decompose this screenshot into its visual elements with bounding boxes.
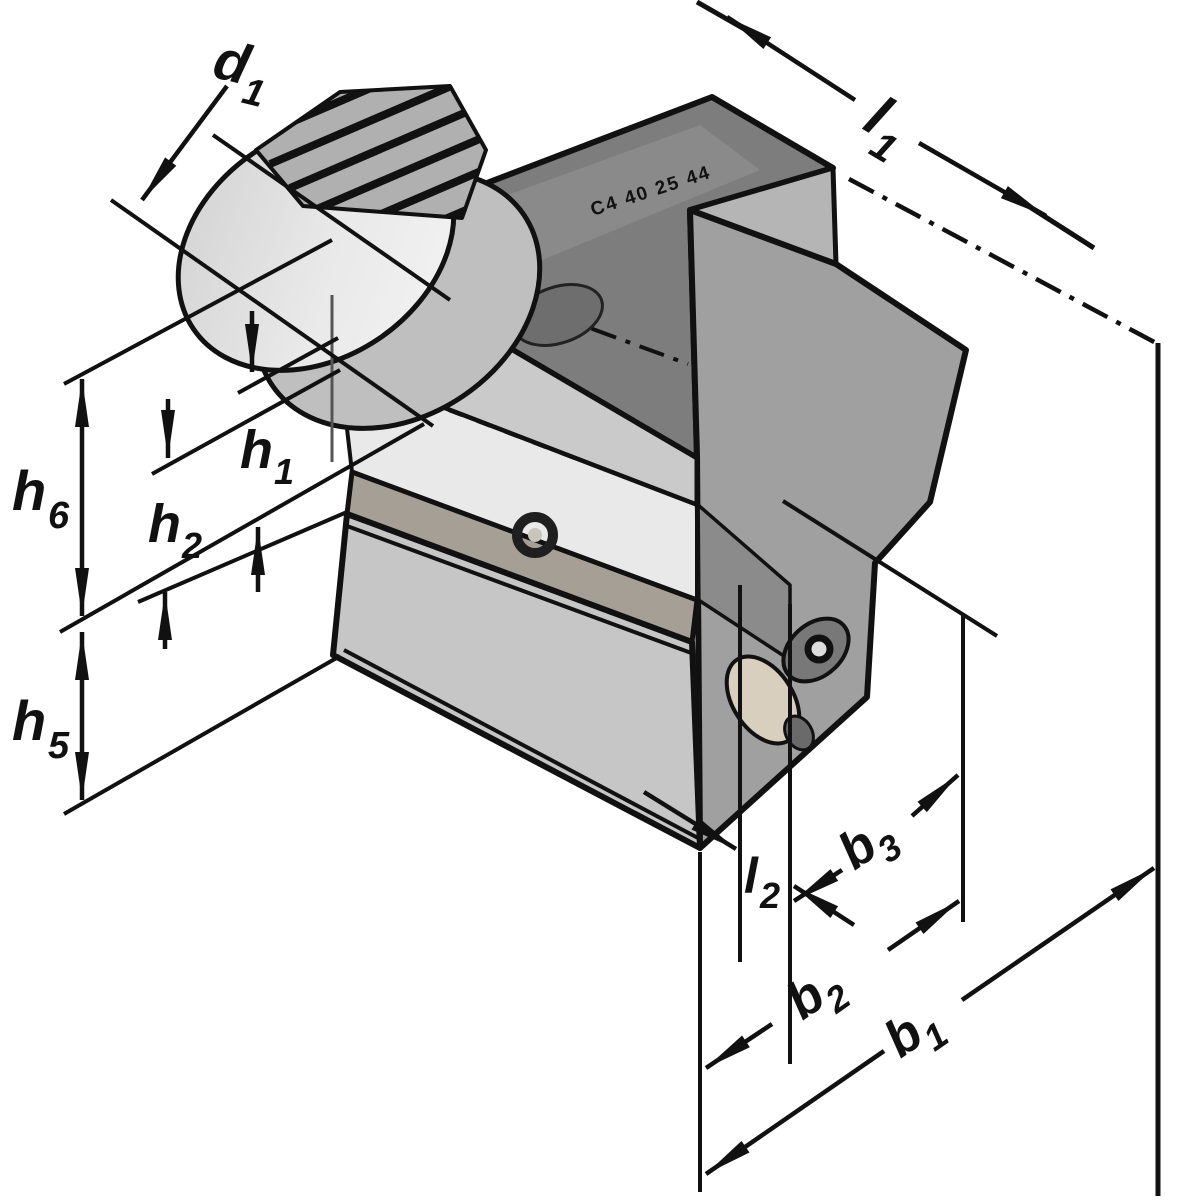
svg-text:h: h bbox=[240, 420, 273, 480]
svg-text:1: 1 bbox=[274, 451, 294, 492]
dim-b2 bbox=[704, 899, 961, 1070]
svg-text:h: h bbox=[12, 459, 46, 522]
svg-text:6: 6 bbox=[48, 495, 70, 537]
dim-h6-label: h 6 bbox=[12, 459, 70, 537]
dim-d1 bbox=[109, 84, 452, 428]
height-reference-lines bbox=[59, 238, 425, 816]
dim-b1 bbox=[704, 866, 1156, 1176]
svg-text:h: h bbox=[148, 494, 181, 554]
holder-body: C4 40 25 44 bbox=[327, 94, 999, 851]
shank bbox=[175, 84, 543, 462]
dim-l2-label: l 2 bbox=[744, 848, 780, 916]
seat-screw-hole bbox=[512, 512, 558, 558]
dim-l1-label: l 1 bbox=[854, 83, 904, 171]
top-face-highlight bbox=[480, 125, 760, 265]
dim-b1-label: b 1 bbox=[874, 1003, 956, 1069]
dim-b3 bbox=[792, 773, 960, 903]
center-line bbox=[847, 177, 1158, 345]
svg-text:2: 2 bbox=[181, 525, 202, 566]
dim-b3-label: b 3 bbox=[828, 815, 910, 881]
width-extension-lines bbox=[698, 343, 1161, 1196]
svg-text:h: h bbox=[12, 689, 46, 752]
dim-h1 bbox=[161, 311, 259, 458]
dim-h1-label: h 1 bbox=[240, 420, 294, 492]
screw-ring bbox=[804, 634, 834, 664]
svg-text:l: l bbox=[744, 848, 759, 904]
dim-h2 bbox=[158, 527, 265, 649]
dim-h5-label: h 5 bbox=[12, 689, 70, 767]
svg-text:5: 5 bbox=[48, 725, 70, 767]
dim-l1 bbox=[695, 0, 1158, 345]
svg-text:2: 2 bbox=[759, 875, 780, 916]
dim-h2-label: h 2 bbox=[148, 494, 202, 566]
